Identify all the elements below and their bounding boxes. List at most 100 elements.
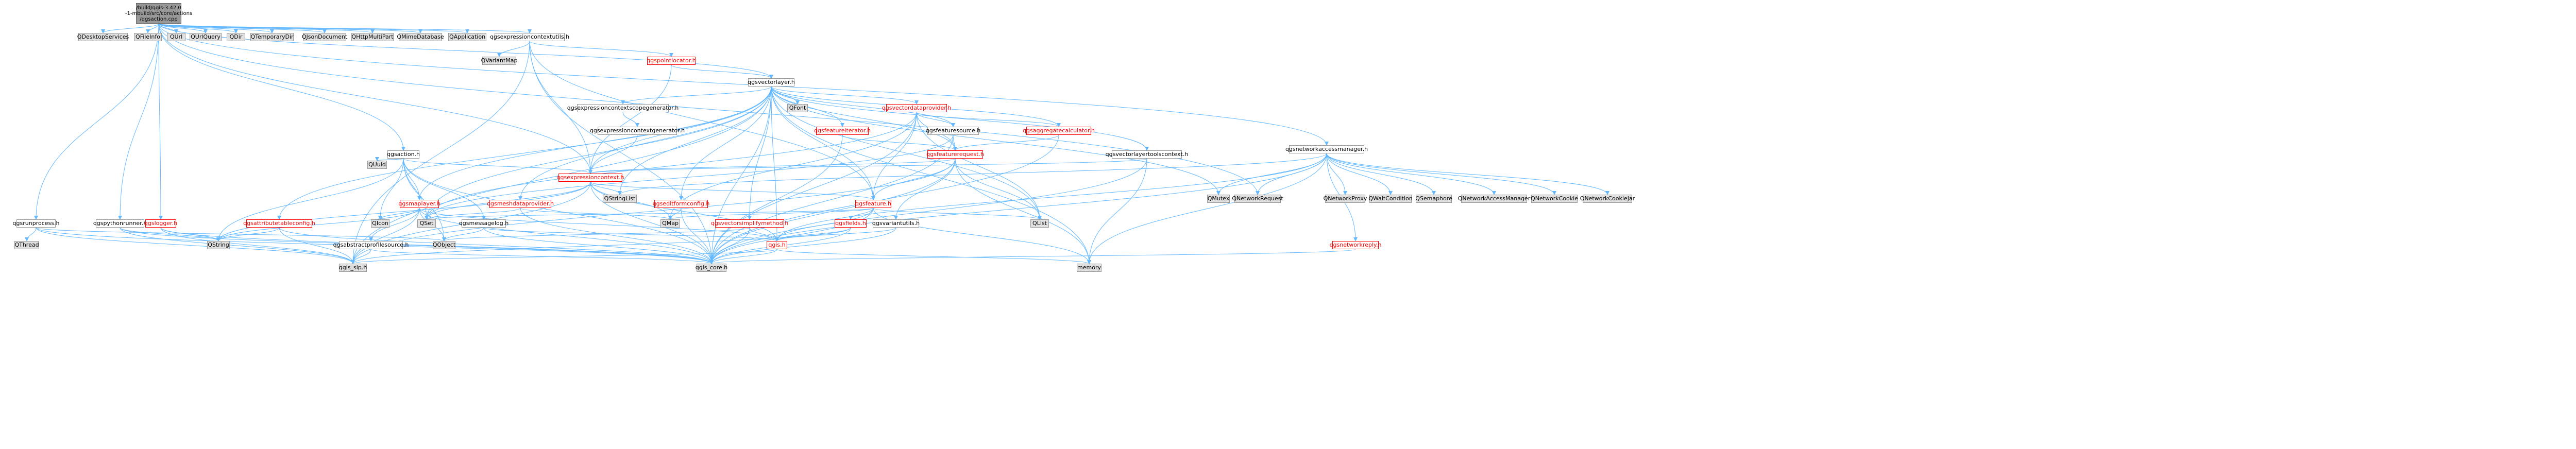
node-qnetworkproxy[interactable]: QNetworkProxy xyxy=(1323,195,1367,203)
node-qjsondocument[interactable]: QJsonDocument xyxy=(301,33,348,41)
node-qnetworkaccessmanager[interactable]: QNetworkAccessManager xyxy=(1458,195,1531,203)
node-qgspythonrunner[interactable]: qgspythonrunner.h xyxy=(93,219,147,228)
edge-qgsvectorlayer-to-qgsfeaturerequest xyxy=(771,86,957,151)
edge-qgsfeature-to-qgsfields xyxy=(849,208,874,220)
edge-group xyxy=(25,23,1609,264)
node-qapplication[interactable]: QApplication xyxy=(448,33,486,41)
edge-qgsmessagelog-to-qgis xyxy=(483,227,779,241)
node-qgsrunprocess[interactable]: qgsrunprocess.h xyxy=(12,219,60,228)
node-qgsfeature[interactable]: qgsfeature.h xyxy=(855,200,891,208)
edge-qgsnetworkaccessmanager-to-qstringlist xyxy=(618,153,1327,195)
edge-qgsvectorlayer-to-qgsexpressioncontextscopegenerator xyxy=(621,86,772,105)
root-file-node[interactable]: /build/qgis-3.42.0 -1-mbuild/src/core/ac… xyxy=(125,3,192,24)
node-qurl[interactable]: QUrl xyxy=(167,33,185,41)
node-qgslogger[interactable]: qgslogger.h xyxy=(144,219,178,228)
edge-qgsfeaturerequest-to-qgis-core xyxy=(709,158,956,264)
node-qgsvariantutils[interactable]: qgsvariantutils.h xyxy=(872,219,920,228)
edge-qgis-to-qgis-sip xyxy=(351,249,777,264)
root-line-1: /build/qgis-3.42.0 xyxy=(136,5,181,11)
node-qgsabstractprofilesource[interactable]: qgsabstractprofilesource.h xyxy=(333,241,409,249)
edge-qgsmaplayer-to-qgis-sip xyxy=(351,208,420,264)
node-qgsvectordataprovider[interactable]: qgsvectordataprovider.h xyxy=(882,104,952,112)
node-qstring[interactable]: QString xyxy=(207,241,230,249)
edge-qgsvariantutils-to-qgis xyxy=(775,227,896,241)
node-qfont[interactable]: QFont xyxy=(787,104,808,112)
node-qtemporarydir[interactable]: QTemporaryDir xyxy=(250,33,294,41)
edge-qgsmaplayer-to-qstring xyxy=(216,208,420,241)
edge-qgslogger-to-qgis-sip xyxy=(160,227,355,264)
node-qfileinfo[interactable]: QFileInfo xyxy=(134,33,162,41)
node-qdir[interactable]: QDir xyxy=(227,33,245,41)
edge-qgsvectorlayer-to-qgsvectordataprovider xyxy=(771,86,919,105)
node-qgsexpressioncontextgenerator[interactable]: qgsexpressioncontextgenerator.h xyxy=(589,127,685,135)
node-qgis-sip[interactable]: qgis_sip.h xyxy=(338,264,367,272)
node-qmap[interactable]: QMap xyxy=(660,219,680,228)
node-qthread[interactable]: QThread xyxy=(14,241,39,249)
node-qset[interactable]: QSet xyxy=(417,219,436,228)
edge-qgsaction-to-qicon xyxy=(378,158,404,220)
node-qgsfeaturerequest[interactable]: qgsfeaturerequest.h xyxy=(926,150,984,159)
node-qgsvectorlayertoolscontext[interactable]: qgsvectorlayertoolscontext.h xyxy=(1105,150,1189,159)
edge-qgsvectorlayertoolscontext-to-qgsexpressioncontext xyxy=(588,158,1147,174)
node-qgsaction[interactable]: qgsaction.h xyxy=(386,150,420,159)
edge-qgsvectorlayer-to-qgsfeaturesource xyxy=(771,86,955,127)
edge-qgsfeatureiterator-to-qgsfeaturerequest xyxy=(842,134,957,151)
edge-qgsaction-to-qstring xyxy=(216,158,404,241)
node-qstringlist[interactable]: QStringList xyxy=(603,195,637,203)
node-qgseditformconfig[interactable]: qgseditformconfig.h xyxy=(652,200,710,208)
edge-qgsmaplayer-to-qicon xyxy=(378,208,420,220)
edge-qgsexpressioncontextutils-to-qgspointlocator xyxy=(529,41,673,57)
node-qlist[interactable]: QList xyxy=(1030,219,1049,228)
edge-qgsattributetableconfig-to-qstring xyxy=(216,227,280,241)
edge-qgsmeshdataprovider-to-qset xyxy=(425,208,521,220)
node-qgsfields[interactable]: qgsfields.h xyxy=(835,219,867,228)
node-qurlquery[interactable]: QUrlQuery xyxy=(190,33,222,41)
node-qgsvectorlayer[interactable]: qgsvectorlayer.h xyxy=(748,78,795,87)
edge-qgsfields-to-qgis xyxy=(775,227,851,241)
node-qgsaggregatecalculator[interactable]: qgsaggregatecalculator.h xyxy=(1023,127,1095,135)
node-qnetworkrequest[interactable]: QNetworkRequest xyxy=(1232,195,1283,203)
edge-qgsfeaturerequest-to-memory xyxy=(955,158,1091,264)
node-quuid[interactable]: QUuid xyxy=(367,161,387,169)
node-qgsattributetableconfig[interactable]: qgsattributetableconfig.h xyxy=(243,219,315,228)
node-qgsfeatureiterator[interactable]: qgsfeatureiterator.h xyxy=(814,127,871,135)
node-qgsexpressioncontextutils[interactable]: qgsexpressioncontextutils.h xyxy=(489,33,570,41)
edge-root-file-node-to-qgslogger xyxy=(158,23,163,220)
node-qicon[interactable]: QIcon xyxy=(371,219,389,228)
node-qvariantmap[interactable]: QVariantMap xyxy=(481,57,518,65)
edge-qgsfeatureiterator-to-qgis-core xyxy=(709,134,843,264)
node-qnetworkcookie[interactable]: QNetworkCookie xyxy=(1531,195,1578,203)
node-qnetworkcookiejar[interactable]: QNetworkCookieJar xyxy=(1580,195,1635,203)
edge-qgsfeature-to-qgis-core xyxy=(709,208,874,264)
node-qgis-core[interactable]: qgis_core.h xyxy=(695,264,728,272)
edge-qgsmeshdataprovider-to-qmap xyxy=(520,208,672,220)
node-memory[interactable]: memory xyxy=(1077,264,1101,272)
node-qwaitcondition[interactable]: QWaitCondition xyxy=(1368,195,1413,203)
edge-qgsvectorlayer-to-qgsmeshdataprovider xyxy=(518,86,772,200)
node-qmutex[interactable]: QMutex xyxy=(1207,195,1230,203)
node-qgspointlocator[interactable]: qgspointlocator.h xyxy=(647,57,696,65)
node-qgsnetworkreply[interactable]: qgsnetworkreply.h xyxy=(1329,241,1382,249)
edge-qgsvectorlayer-to-qgsexpressioncontext xyxy=(588,86,772,174)
node-qgsexpressioncontextscopegenerator[interactable]: qgsexpressioncontextscopegenerator.h xyxy=(567,104,679,112)
node-qgsexpressioncontext[interactable]: qgsexpressioncontext.h xyxy=(556,174,624,182)
edge-qgsvectorlayer-to-qgsfeature xyxy=(771,86,875,200)
edge-qgspythonrunner-to-qgis-sip xyxy=(120,227,355,264)
edge-qgsfeaturerequest-to-qgsexpressioncontext xyxy=(588,158,956,174)
edge-qgsvectordataprovider-to-qlist xyxy=(916,112,1042,220)
edge-root-file-node-to-qgsaction xyxy=(158,23,405,151)
node-qgsmaplayer[interactable]: qgsmaplayer.h xyxy=(398,200,440,208)
node-qsemaphore[interactable]: QSemaphore xyxy=(1415,195,1452,203)
node-qgis[interactable]: qgis.h xyxy=(767,241,787,249)
edge-root-file-node-to-qgsrunprocess xyxy=(34,23,159,220)
node-qgsnetworkaccessmanager[interactable]: qgsnetworkaccessmanager.h xyxy=(1285,145,1368,153)
node-qdesktopservices[interactable]: QDesktopServices xyxy=(77,33,129,41)
node-qgsmeshdataprovider[interactable]: qgsmeshdataprovider.h xyxy=(487,200,554,208)
node-qobject[interactable]: QObject xyxy=(432,241,456,249)
node-qgsmessagelog[interactable]: qgsmessagelog.h xyxy=(459,219,509,228)
edge-qgsexpressioncontextgenerator-to-qgsexpressioncontext xyxy=(588,134,638,174)
node-qgsfeaturesource[interactable]: qgsfeaturesource.h xyxy=(925,127,981,135)
node-qmimedatabase[interactable]: QMimeDatabase xyxy=(397,33,444,41)
node-qhttpmultipart[interactable]: QHttpMultiPart xyxy=(351,33,394,41)
node-qgsvectorsimplifymethod[interactable]: qgsvectorsimplifymethod.h xyxy=(710,219,789,228)
